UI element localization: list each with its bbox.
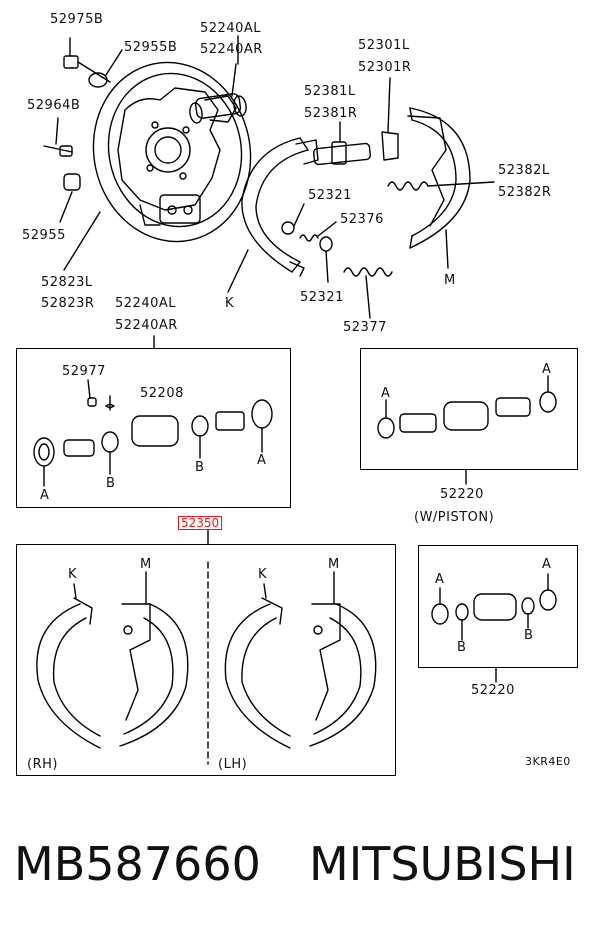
part-label-52208: 52208 (140, 386, 184, 401)
part-label-52376: 52376 (340, 212, 384, 227)
wheel-cylinder-kit-3-drawing (431, 573, 557, 641)
part-label-K-lh: K (258, 567, 268, 582)
part-label-M-lh: M (328, 557, 340, 572)
wheel-cylinder-kit-box (16, 348, 291, 508)
side-label-lh: (LH) (218, 757, 248, 772)
diagram-code: 3KR4E0 (525, 755, 571, 768)
part-label-52382R: 52382R (498, 185, 552, 200)
pin-52321-drawing (281, 203, 333, 283)
part-label-52975B: 52975B (50, 12, 104, 27)
part-label-A-box2-left: A (381, 386, 391, 401)
part-label-52977: 52977 (62, 364, 106, 379)
part-label-52377: 52377 (343, 320, 387, 335)
part-label-52382L: 52382L (498, 163, 550, 178)
part-number: MB587660 (14, 837, 261, 891)
part-label-52240AL-top: 52240AL (200, 21, 261, 36)
part-label-A-box2-right: A (542, 362, 552, 377)
with-piston-note: (W/PISTON) (414, 510, 495, 525)
wheel-cylinder-top-drawing (189, 35, 247, 124)
part-label-52240AR-top: 52240AR (200, 42, 263, 57)
part-label-52240AR-box: 52240AR (115, 318, 178, 333)
part-label-B-box4-right: B (524, 628, 534, 643)
part-label-B-box4-left: B (457, 640, 467, 655)
part-label-52220-upper: 52220 (440, 487, 484, 502)
part-label-52220-lower: 52220 (471, 683, 515, 698)
bolt-52975B-drawing (63, 37, 111, 83)
part-label-52823R: 52823R (41, 296, 95, 311)
part-label-A-box4-right: A (542, 557, 552, 572)
part-label-52240AL-box: 52240AL (115, 296, 176, 311)
spring-52377-drawing (343, 267, 393, 319)
part-label-M-top: M (444, 273, 456, 288)
part-label-52301L: 52301L (358, 38, 410, 53)
wheel-cylinder-kit-2-drawing (377, 375, 557, 439)
brake-shoe-set-box (16, 544, 396, 776)
part-label-52301R: 52301R (358, 60, 412, 75)
brake-shoes-lh-drawing (224, 571, 377, 749)
brand-name: MITSUBISHI (309, 837, 576, 891)
side-label-rh: (RH) (27, 757, 58, 772)
lever-52301-drawing (381, 77, 399, 161)
wheel-cylinder-box-2 (418, 545, 578, 668)
part-label-52381R: 52381R (304, 106, 358, 121)
part-label-A-box1-right: A (257, 453, 267, 468)
wheel-cylinder-kit-1-drawing (33, 379, 273, 487)
part-label-52955: 52955 (22, 228, 66, 243)
spring-52376-drawing (299, 221, 337, 242)
part-label-A-box4-left: A (435, 572, 445, 587)
bolt-52964B-drawing (43, 117, 73, 157)
part-label-52964B: 52964B (27, 98, 81, 113)
wheel-cylinder-piston-box (360, 348, 578, 470)
brake-shoes-rh-drawing (36, 571, 189, 749)
grommet-52955-drawing (59, 173, 81, 223)
brake-shoe-M-top-drawing (407, 107, 471, 269)
highlighted-part-52350[interactable]: 52350 (178, 516, 223, 530)
spring-52382-drawing (387, 181, 495, 191)
brake-shoe-K-top-drawing (227, 137, 319, 293)
part-label-52381L: 52381L (304, 84, 356, 99)
part-label-B-box1-right: B (195, 460, 205, 475)
part-label-52955B: 52955B (124, 40, 178, 55)
part-label-B-box1-left: B (106, 476, 116, 491)
part-label-52823L: 52823L (41, 275, 93, 290)
part-label-K-top: K (225, 296, 235, 311)
backing-plate-drawing (92, 61, 252, 243)
part-label-52321-lower: 52321 (300, 290, 344, 305)
part-label-52321-upper: 52321 (308, 188, 352, 203)
adjuster-52381-drawing (313, 121, 371, 166)
part-label-K-rh: K (68, 567, 78, 582)
part-label-M-rh: M (140, 557, 152, 572)
part-label-A-box1-left: A (40, 488, 50, 503)
plug-52955B-drawing (88, 49, 123, 88)
